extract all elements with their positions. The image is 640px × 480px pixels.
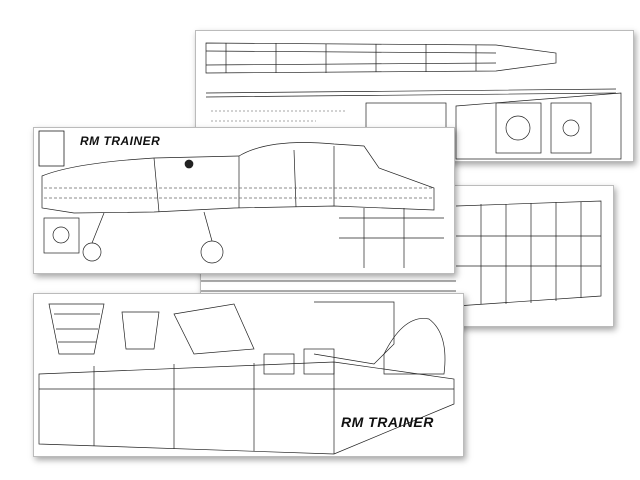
plan-title: RM TRAINER [341,414,434,430]
construction-details-drawing [38,301,455,455]
wing-plan-drawing [201,200,602,307]
fuselage-side-view-drawing [38,130,444,268]
side-view-sheet: RM TRAINER [33,127,455,274]
plan-title: RM TRAINER [80,134,161,148]
construction-sheet: RM TRAINER [33,293,464,457]
